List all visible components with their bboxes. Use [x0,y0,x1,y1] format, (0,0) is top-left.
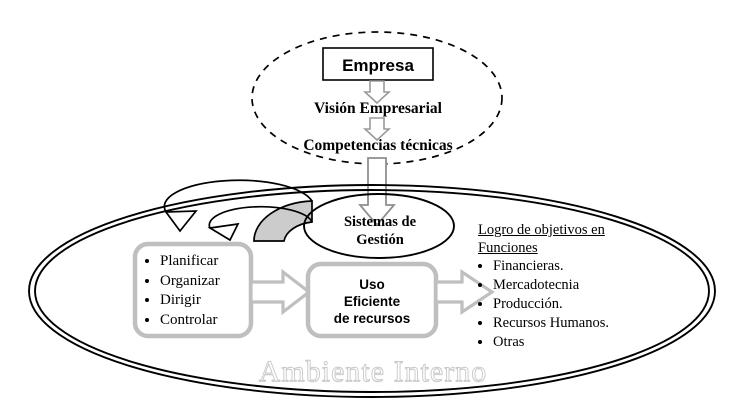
sistemas-gestion-label: Sistemas de Gestión [318,213,442,249]
uso-eficiente-line1: Uso [359,277,385,292]
uso-eficiente-line2: Eficiente [343,294,401,309]
list-item: Organizar [160,272,249,292]
empresa-box [322,47,434,81]
list-item: Mercadotecnia [493,276,664,295]
logro-objetivos-heading: Logro de objetivos en Funciones [478,222,664,257]
list-item: Recursos Humanos. [493,314,664,333]
logro-objetivos-block: Logro de objetivos en Funciones Financie… [478,222,664,352]
list-item: Planificar [160,252,249,272]
list-item: Producción. [493,295,664,314]
uso-eficiente-label: Uso Eficiente de recursos [316,276,428,327]
sistemas-gestion-line2: Gestión [356,232,404,248]
ambiente-interno-watermark: Ambiente Interno [258,355,488,389]
connector-down-arrow [358,157,396,227]
dashed-ellipse-top [251,31,503,165]
main-ellipse-inner [34,189,710,393]
curved-cycle-arrowhead-outer [164,210,198,233]
arrow-vision-to-competencias [362,117,392,142]
curved-cycle-arrow-inner-arc [208,205,313,229]
sistemas-gestion-ellipse [303,193,455,259]
arrow-recursos-to-objetivos [434,269,495,315]
list-item: Controlar [160,311,249,331]
curved-cycle-arrowhead-inner [207,222,240,242]
vision-empresarial-label: Visión Empresarial [314,100,442,117]
main-ellipse-outer [28,184,716,398]
funciones-admin-list: Planificar Organizar Dirigir Controlar [145,252,249,330]
list-item: Financieras. [493,257,664,276]
logro-objetivos-heading-line2: Funciones [478,239,538,256]
arrow-empresa-to-vision [362,80,392,105]
uso-eficiente-line3: de recursos [333,311,411,326]
logro-objetivos-heading-line1: Logro de objetivos en [478,222,605,238]
list-item: Otras [493,333,664,352]
list-item: Dirigir [160,291,249,311]
empresa-label: Empresa [342,56,414,75]
curved-cycle-arrow-outer-arc [163,179,313,213]
arrow-funciones-to-recursos [249,268,312,316]
curved-cycle-arrow-body [253,200,313,242]
sistemas-gestion-line1: Sistemas de [343,214,417,230]
competencias-tecnicas-label: Competencias técnicas [303,137,453,154]
